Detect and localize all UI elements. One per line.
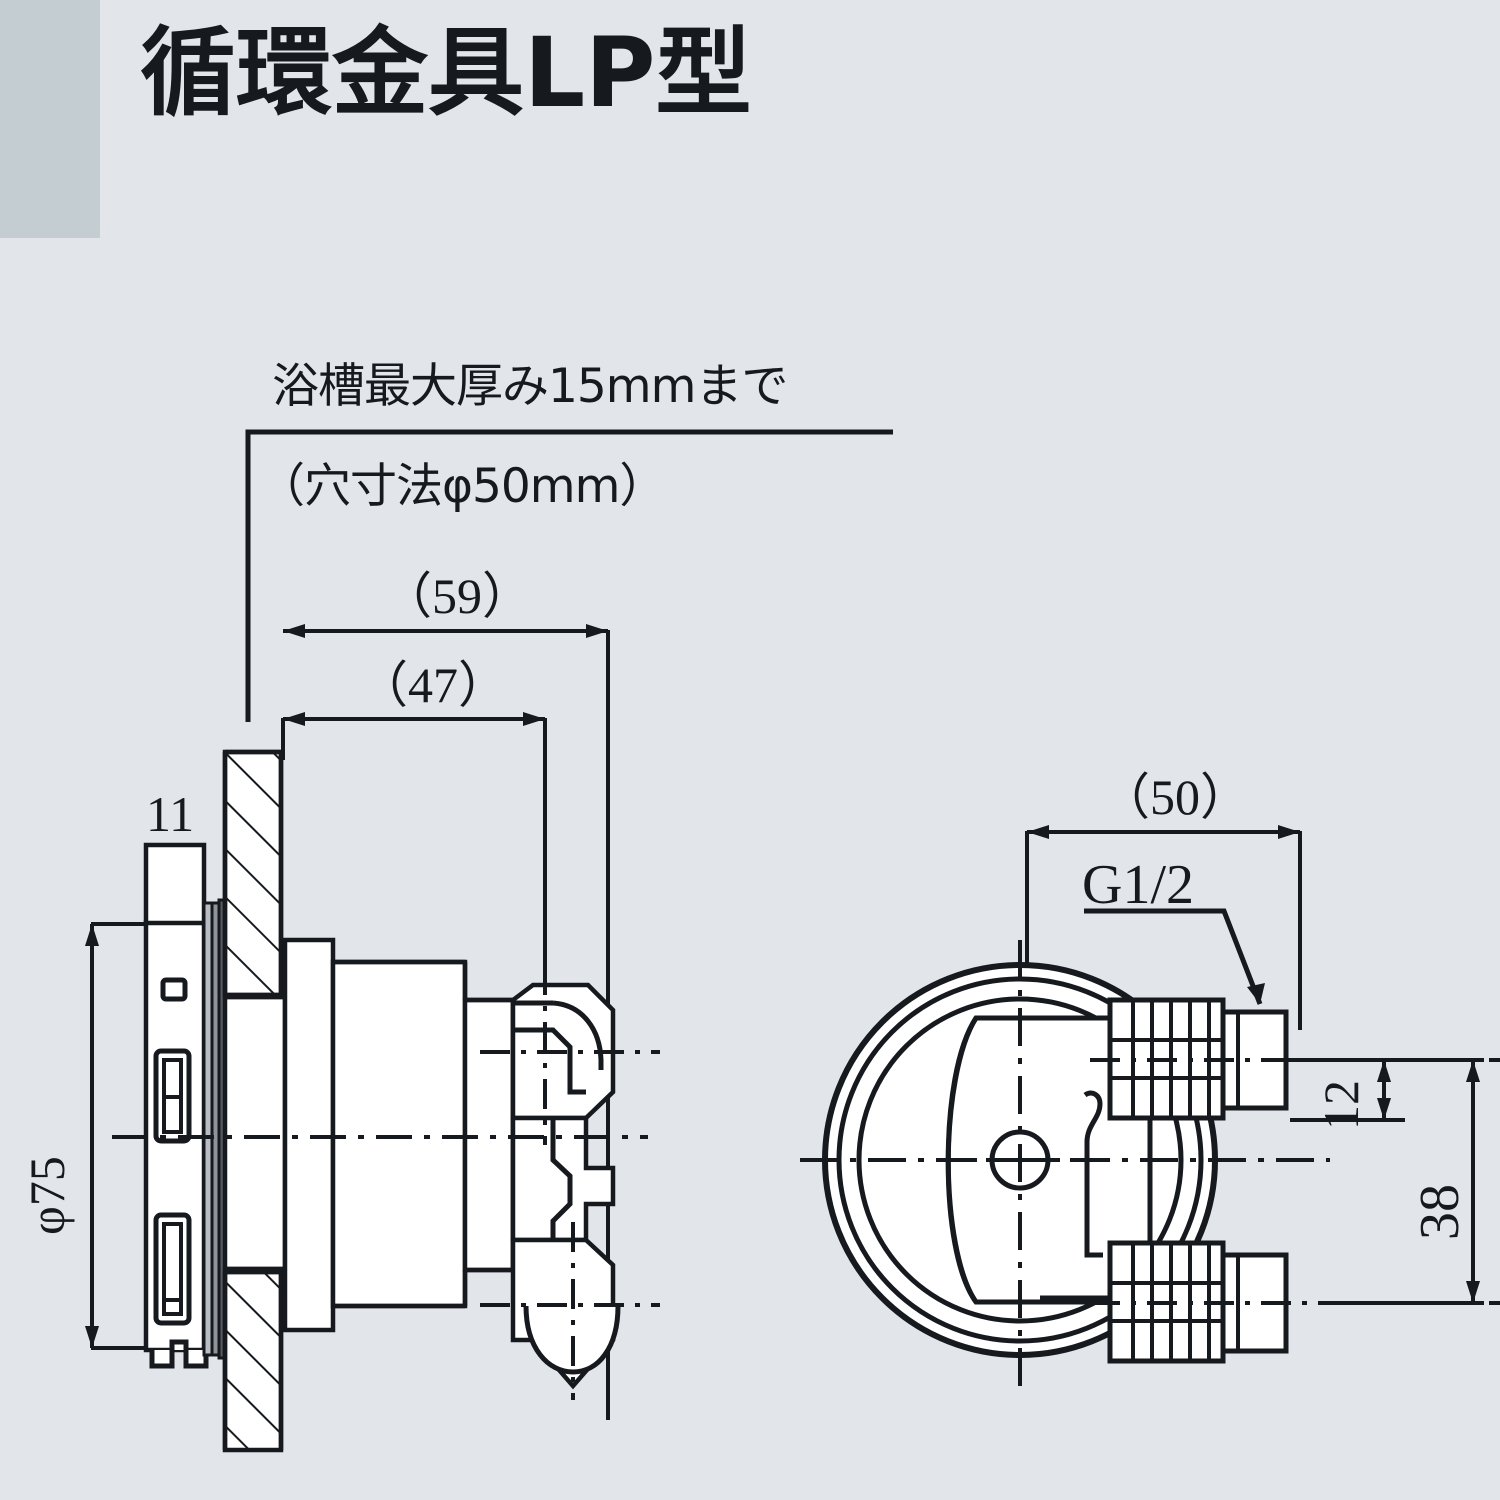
note-leader: [245, 429, 893, 722]
lower-knurled-nut: [1107, 1240, 1289, 1364]
gasket-stack: [202, 898, 227, 1360]
dim-label-50: （50）: [1100, 769, 1250, 825]
thread-leader: [1084, 908, 1265, 1005]
left-view-lower-axis: [480, 1222, 660, 1400]
lower-connector-side: [510, 1237, 621, 1390]
dim-label-12: 12: [1313, 1080, 1369, 1130]
through-pipe: [222, 994, 290, 1272]
body-cylinder: [330, 945, 516, 1309]
dim-label-phi75: φ75: [19, 1156, 75, 1235]
right-view-centerlines: [800, 940, 1330, 1390]
left-gray-block: [0, 0, 100, 238]
dim-label-47: （47）: [358, 657, 508, 713]
bathtub-wall-section: [222, 749, 284, 1453]
thread-label: G1/2: [1082, 854, 1194, 916]
dim-38: [1330, 1058, 1484, 1305]
dim-label-11: 11: [146, 786, 195, 842]
dim-label-59: （59）: [382, 568, 532, 624]
dim-label-38: 38: [1409, 1184, 1471, 1240]
dim-phi75: [85, 922, 150, 1350]
note-max-thickness: 浴槽最大厚み15mmまで: [272, 359, 788, 414]
note-hole-size: （穴寸法φ50mm）: [258, 459, 666, 514]
faceplate: [143, 842, 209, 1369]
left-view-upper-axis: [480, 965, 660, 1145]
hook-feature: [1083, 1090, 1103, 1258]
page-title: 循環金具LP型: [140, 17, 752, 129]
upper-knurled-nut: [1107, 997, 1289, 1121]
